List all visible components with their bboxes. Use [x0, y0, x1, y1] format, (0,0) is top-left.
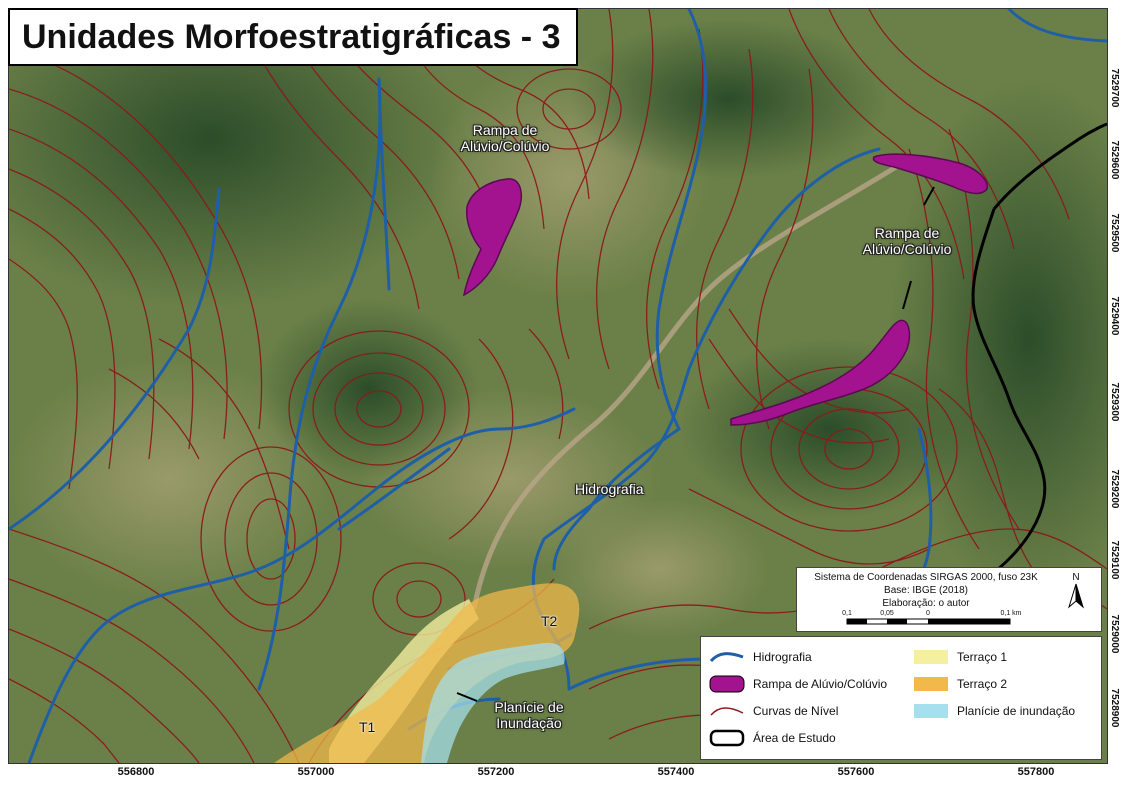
label-planicie-line2: Inundação	[496, 715, 562, 731]
y-tick: 7529100	[1109, 540, 1120, 580]
scale-label: 0,1	[842, 610, 852, 617]
label-rampa-1-line1: Rampa de	[472, 122, 538, 138]
legend-label: Terraço 2	[957, 677, 1008, 691]
legend-item-terraco-1: Terraço 1	[913, 648, 1007, 666]
map-view[interactable]: Rampa de Alúvio/Colúvio Rampa de Alúvio/…	[8, 8, 1108, 764]
label-rampa-2-line2: Alúvio/Colúvio	[862, 241, 952, 257]
hydrography-lines	[9, 9, 1107, 763]
fill-swatch-icon	[709, 675, 745, 693]
study-area-boundary	[957, 122, 1107, 601]
ramp-polygon-3	[730, 319, 911, 426]
label-planicie: Planície de Inundação	[479, 699, 579, 731]
label-hidrografia: Hidrografia	[575, 481, 644, 497]
legend-label: Planície de inundação	[957, 704, 1076, 718]
label-rampa-1: Rampa de Alúvio/Colúvio	[445, 122, 565, 154]
legend-terraco1-swatch	[914, 650, 948, 664]
scale-label: 0	[926, 610, 930, 617]
y-tick: 7529000	[1109, 614, 1120, 654]
label-rampa-2: Rampa de Alúvio/Colúvio	[847, 225, 967, 257]
legend-curvas-swatch	[710, 707, 744, 716]
label-planicie-line1: Planície de	[494, 699, 564, 715]
ramp-polygon-1	[462, 178, 522, 297]
fill-swatch-icon	[913, 702, 949, 720]
x-tick: 556800	[117, 766, 155, 778]
map-title-box: Unidades Morfoestratigráficas - 3	[8, 8, 578, 66]
legend-label: Área de Estudo	[753, 731, 836, 745]
ramp-polygon-2	[872, 153, 988, 195]
legend-hidrografia-swatch	[709, 652, 744, 663]
outline-swatch-icon	[709, 729, 745, 747]
scale-label: 0,1 km	[1000, 610, 1022, 617]
x-tick: 557200	[477, 766, 515, 778]
y-tick: 7529300	[1109, 382, 1120, 422]
scale-label: 0,05	[880, 610, 894, 617]
label-rampa-2-line1: Rampa de	[874, 225, 940, 241]
label-leader-lines	[456, 186, 935, 702]
fill-swatch-icon	[913, 675, 949, 693]
y-tick: 7529400	[1109, 296, 1120, 336]
legend-area-swatch	[709, 729, 745, 747]
base-text: Base: IBGE (2018)	[884, 585, 968, 596]
label-terraco-2: T2	[541, 613, 558, 629]
legend-terraco2-swatch	[914, 677, 948, 691]
x-tick: 557600	[837, 766, 875, 778]
fill-swatch-icon	[913, 648, 949, 666]
y-tick: 7529200	[1109, 469, 1120, 509]
terrace-2-polygon	[274, 583, 580, 763]
contour-line-icon	[709, 702, 745, 720]
label-rampa-1-line2: Alúvio/Colúvio	[460, 138, 550, 154]
legend-item-planicie: Planície de inundação	[913, 702, 1075, 720]
label-terraco-1: T1	[359, 719, 376, 735]
floodplain-polygon	[421, 642, 565, 763]
map-title: Unidades Morfoestratigráficas - 3	[22, 17, 561, 56]
x-tick: 557800	[1017, 766, 1055, 778]
legend-item-rampa: Rampa de Alúvio/Colúvio	[709, 675, 887, 693]
legend-label: Hidrografia	[753, 650, 812, 664]
author-text: Elaboração: o autor	[882, 598, 970, 609]
map-legend: Hidrografia Terraço 1 Rampa de Alúvio/Co…	[700, 636, 1102, 760]
legend-item-area-estudo: Área de Estudo	[709, 729, 836, 747]
x-tick: 557000	[297, 766, 335, 778]
scale-bar-graphic	[846, 618, 1011, 625]
legend-rampa-swatch	[709, 675, 745, 693]
legend-label: Terraço 1	[957, 650, 1008, 664]
y-tick: 7528900	[1109, 688, 1120, 728]
legend-item-terraco-2: Terraço 2	[913, 675, 1007, 693]
legend-label: Curvas de Nível	[753, 704, 839, 718]
map-info-box: Sistema de Coordenadas SIRGAS 2000, fuso…	[796, 567, 1102, 632]
legend-label: Rampa de Alúvio/Colúvio	[753, 677, 888, 691]
river-line-icon	[709, 648, 745, 666]
y-tick: 7529700	[1109, 68, 1120, 108]
map-canvas	[9, 9, 1107, 763]
x-tick: 557400	[657, 766, 695, 778]
y-tick: 7529500	[1109, 213, 1120, 253]
legend-item-curvas: Curvas de Nível	[709, 702, 838, 720]
north-arrow-icon	[1068, 583, 1084, 609]
north-label: N	[1072, 572, 1080, 583]
crs-text: Sistema de Coordenadas SIRGAS 2000, fuso…	[814, 572, 1038, 583]
y-tick: 7529600	[1109, 140, 1120, 180]
north-arrow: N	[1063, 572, 1089, 612]
legend-planicie-swatch	[914, 704, 948, 718]
legend-item-hidrografia: Hidrografia	[709, 648, 812, 666]
